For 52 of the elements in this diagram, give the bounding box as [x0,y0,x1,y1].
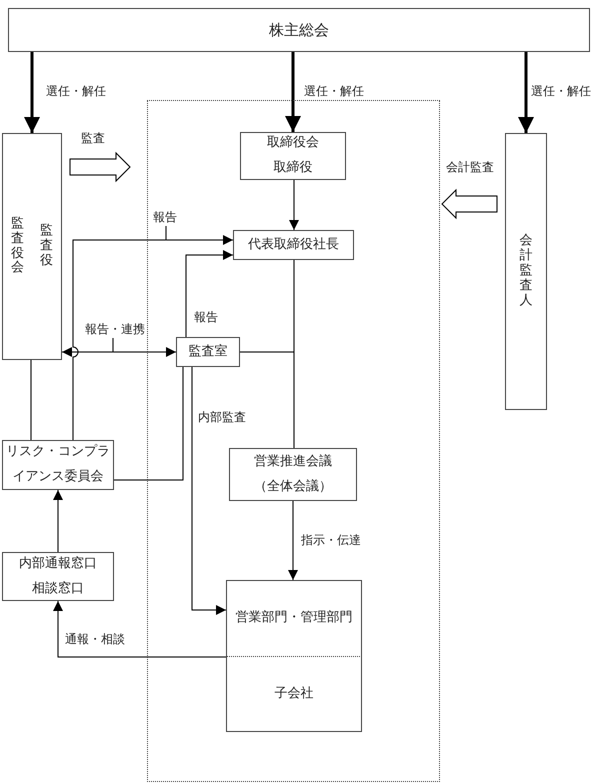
node-label: 会計監査人 [520,234,532,309]
node-label: 営業推進会議（全体会議） [253,452,333,496]
block-arrow [441,188,498,220]
connector-line [114,366,184,480]
edge-label: 選任・解任 [303,84,365,98]
edge-label: 選任・解任 [530,84,592,98]
edge-label: 報告 [193,310,219,324]
vertical-box [2,133,62,360]
node-label: 取締役会 [267,134,319,152]
node-label: 取締役 [274,159,312,177]
arrow [289,180,299,230]
process-box [226,657,362,732]
process-box [240,132,346,180]
arrow [285,52,301,132]
arrow [518,52,534,133]
arrow [288,500,298,580]
process-box [226,580,362,657]
node-label: リスク・コンプライアンス委員会 [5,443,111,486]
connector-line [30,360,32,440]
vertical-box [505,133,547,410]
node-label: 株主総会 [269,20,329,41]
arrow [62,347,176,357]
edge-label: 指示・伝達 [300,533,362,548]
process-box [229,448,357,501]
arrow [72,235,234,440]
process-box [176,337,240,367]
node-label: 子会社 [274,684,314,703]
edge-label: 内部監査 [197,410,247,424]
arrow [186,250,234,338]
edge-label: 会計監査 [445,160,495,174]
process-box [2,552,114,601]
node-label: 監査室 [188,342,228,361]
edge-label: 選任・解任 [45,84,107,98]
process-box [233,230,354,260]
node-label: 代表取締役社長 [248,236,339,254]
arrow [53,490,63,552]
header-box [8,8,590,52]
node-label: 監査役会 [11,216,24,276]
arrow [192,366,226,615]
edge-label: 通報・相談 [64,632,126,646]
dotted-region [147,100,440,782]
node-label: 内部通報窓口 [19,554,97,573]
edge-label: 監査 [80,131,106,146]
connector-line [240,260,294,352]
edge-label: 報告・連携 [84,322,146,336]
arrow [24,52,40,133]
node-label: 営業部門・管理部門 [236,609,352,628]
arrow [53,600,226,658]
edge-label: 報告 [152,210,178,224]
block-arrow [70,152,131,182]
node-label: 相談窓口 [32,580,84,598]
node-label: 監査役 [40,224,53,269]
